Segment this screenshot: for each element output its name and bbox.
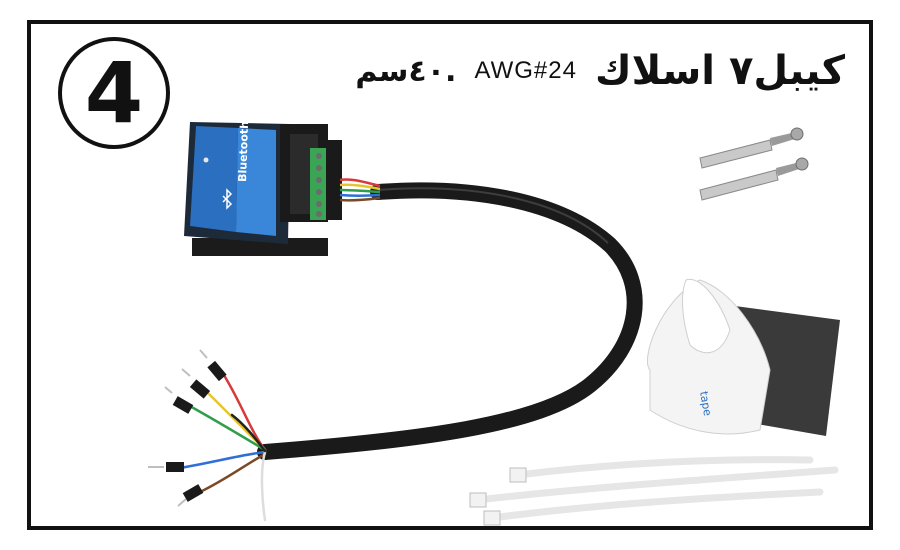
step-number-badge: 4 (58, 37, 170, 149)
cable-wires-text: كيبل٧ اسلاك (594, 48, 845, 94)
product-headline: .٤٠سم AWG#24 كيبل٧ اسلاك (285, 42, 845, 100)
wall-plugs-and-screws (699, 127, 809, 201)
bluetooth-icon (222, 188, 233, 210)
awg-gauge-text: AWG#24 (474, 57, 577, 84)
wire-ferrules (166, 360, 227, 502)
bluetooth-label: Bluetooth (236, 121, 251, 182)
adhesive-pad: tape (646, 278, 840, 436)
black-cable (257, 182, 643, 460)
cable-length-text: .٤٠سم (355, 53, 457, 89)
bluetooth-module: Bluetooth (184, 121, 381, 256)
cable-ties (474, 456, 839, 522)
tape-label: tape (697, 390, 714, 417)
wire-harness-end (178, 370, 267, 522)
terminal-block (310, 148, 328, 220)
cable-tie-heads (469, 467, 527, 526)
